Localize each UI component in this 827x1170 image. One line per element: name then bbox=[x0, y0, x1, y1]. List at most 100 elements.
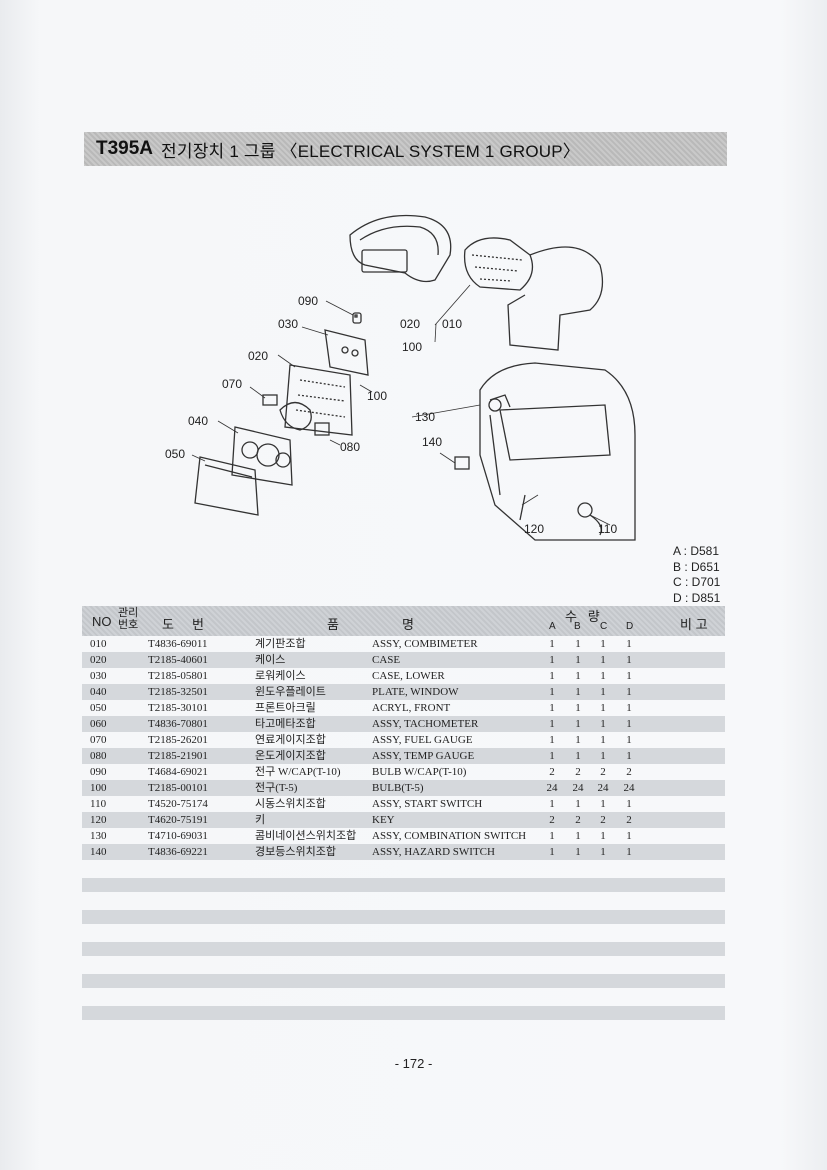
cell-d: 1 bbox=[626, 798, 632, 810]
meter-shroud bbox=[349, 214, 452, 283]
cell-b: 1 bbox=[575, 750, 581, 762]
cell-c: 1 bbox=[600, 702, 606, 714]
cell-b: 1 bbox=[575, 734, 581, 746]
callout-070: 070 bbox=[222, 377, 242, 391]
cell-a: 2 bbox=[549, 766, 555, 778]
cell-no: 050 bbox=[90, 702, 107, 714]
cell-no: 020 bbox=[90, 654, 107, 666]
cell-kr: 전구(T-5) bbox=[255, 782, 298, 794]
cell-kr: 연료게이지조합 bbox=[255, 734, 326, 746]
cell-no: 120 bbox=[90, 814, 107, 826]
cell-b: 1 bbox=[575, 654, 581, 666]
cell-en: CASE bbox=[372, 654, 401, 666]
cell-c: 1 bbox=[600, 686, 606, 698]
cell-part: T2185-40601 bbox=[148, 654, 208, 666]
cell-a: 1 bbox=[549, 686, 555, 698]
callout-020: 020 bbox=[248, 349, 268, 363]
cell-en: ASSY, START SWITCH bbox=[372, 798, 483, 810]
cell-d: 2 bbox=[626, 814, 632, 826]
cell-no: 030 bbox=[90, 670, 107, 682]
cell-en: BULB(T-5) bbox=[372, 782, 424, 794]
callout-040: 040 bbox=[188, 414, 208, 428]
header-no: NO bbox=[92, 614, 112, 629]
cell-d: 1 bbox=[626, 830, 632, 842]
cell-en: PLATE, WINDOW bbox=[372, 686, 459, 698]
cell-kr: 키 bbox=[255, 814, 266, 826]
cell-a: 1 bbox=[549, 670, 555, 682]
callout-110: 110 bbox=[598, 522, 617, 536]
cell-no: 040 bbox=[90, 686, 107, 698]
dash-cover bbox=[507, 246, 604, 351]
cell-kr: 윈도우플레이트 bbox=[255, 686, 326, 698]
cell-no: 110 bbox=[90, 798, 107, 810]
header-name-2: 명 bbox=[402, 617, 414, 632]
key-part bbox=[519, 494, 526, 521]
cell-d: 1 bbox=[626, 750, 632, 762]
empty-row-band bbox=[82, 878, 725, 892]
cell-part: T4710-69031 bbox=[148, 830, 208, 842]
header-mgmt-no: 관리 번호 bbox=[118, 607, 139, 631]
cell-d: 1 bbox=[626, 734, 632, 746]
assembled-combimeter bbox=[463, 237, 534, 291]
cell-a: 1 bbox=[549, 798, 555, 810]
cell-a: 1 bbox=[549, 750, 555, 762]
model-legend: A : D581 B : D651 C : D701 D : D851 bbox=[673, 544, 720, 606]
cell-c: 24 bbox=[597, 782, 609, 794]
lower-case-part bbox=[324, 329, 369, 376]
header-qty-c: C bbox=[600, 621, 608, 632]
cell-kr: 타고메타조합 bbox=[255, 718, 316, 730]
cell-b: 1 bbox=[575, 718, 581, 730]
header-qty-d: D bbox=[626, 621, 634, 632]
empty-row-band bbox=[82, 910, 725, 924]
cell-part: T2185-00101 bbox=[148, 782, 208, 794]
steering-column-cover bbox=[479, 362, 636, 541]
header-qty-b: B bbox=[574, 621, 581, 632]
cell-b: 24 bbox=[572, 782, 584, 794]
cell-kr: 온도게이지조합 bbox=[255, 750, 326, 762]
header-name-1: 품 bbox=[327, 617, 339, 632]
callout-130: 130 bbox=[415, 410, 435, 424]
cell-b: 1 bbox=[575, 686, 581, 698]
callout-020-right: 020 bbox=[400, 317, 420, 331]
header-drawing-no: 도 번 bbox=[162, 617, 204, 632]
cell-en: ACRYL, FRONT bbox=[372, 702, 451, 714]
fuel-gauge-part bbox=[262, 394, 278, 406]
cell-part: T4836-69011 bbox=[148, 638, 208, 650]
hazard-switch-part bbox=[454, 456, 470, 470]
start-switch-part bbox=[577, 502, 593, 518]
model-c: C : D701 bbox=[673, 575, 721, 589]
cell-d: 1 bbox=[626, 846, 632, 858]
cell-no: 080 bbox=[90, 750, 107, 762]
cell-b: 1 bbox=[575, 670, 581, 682]
callout-140: 140 bbox=[422, 435, 442, 449]
cell-c: 2 bbox=[600, 766, 606, 778]
cell-c: 1 bbox=[600, 750, 606, 762]
cell-d: 2 bbox=[626, 766, 632, 778]
cell-a: 1 bbox=[549, 830, 555, 842]
cell-b: 2 bbox=[575, 814, 581, 826]
cell-kr: 프론트아크릴 bbox=[255, 702, 316, 714]
cell-c: 1 bbox=[600, 670, 606, 682]
cell-a: 1 bbox=[549, 638, 555, 650]
callout-080: 080 bbox=[340, 440, 360, 454]
cell-part: T2185-30101 bbox=[148, 702, 208, 714]
cell-a: 1 bbox=[549, 654, 555, 666]
cell-b: 1 bbox=[575, 638, 581, 650]
header-remarks: 비 고 bbox=[680, 617, 708, 632]
cell-no: 090 bbox=[90, 766, 107, 778]
cell-en: ASSY, TACHOMETER bbox=[372, 718, 479, 730]
cell-en: ASSY, COMBINATION SWITCH bbox=[372, 830, 527, 842]
cell-d: 1 bbox=[626, 654, 632, 666]
cell-b: 1 bbox=[575, 702, 581, 714]
cell-kr: 콤비네이션스위치조합 bbox=[255, 830, 357, 842]
cell-kr: 로워케이스 bbox=[255, 670, 306, 682]
empty-row-band bbox=[82, 974, 725, 988]
